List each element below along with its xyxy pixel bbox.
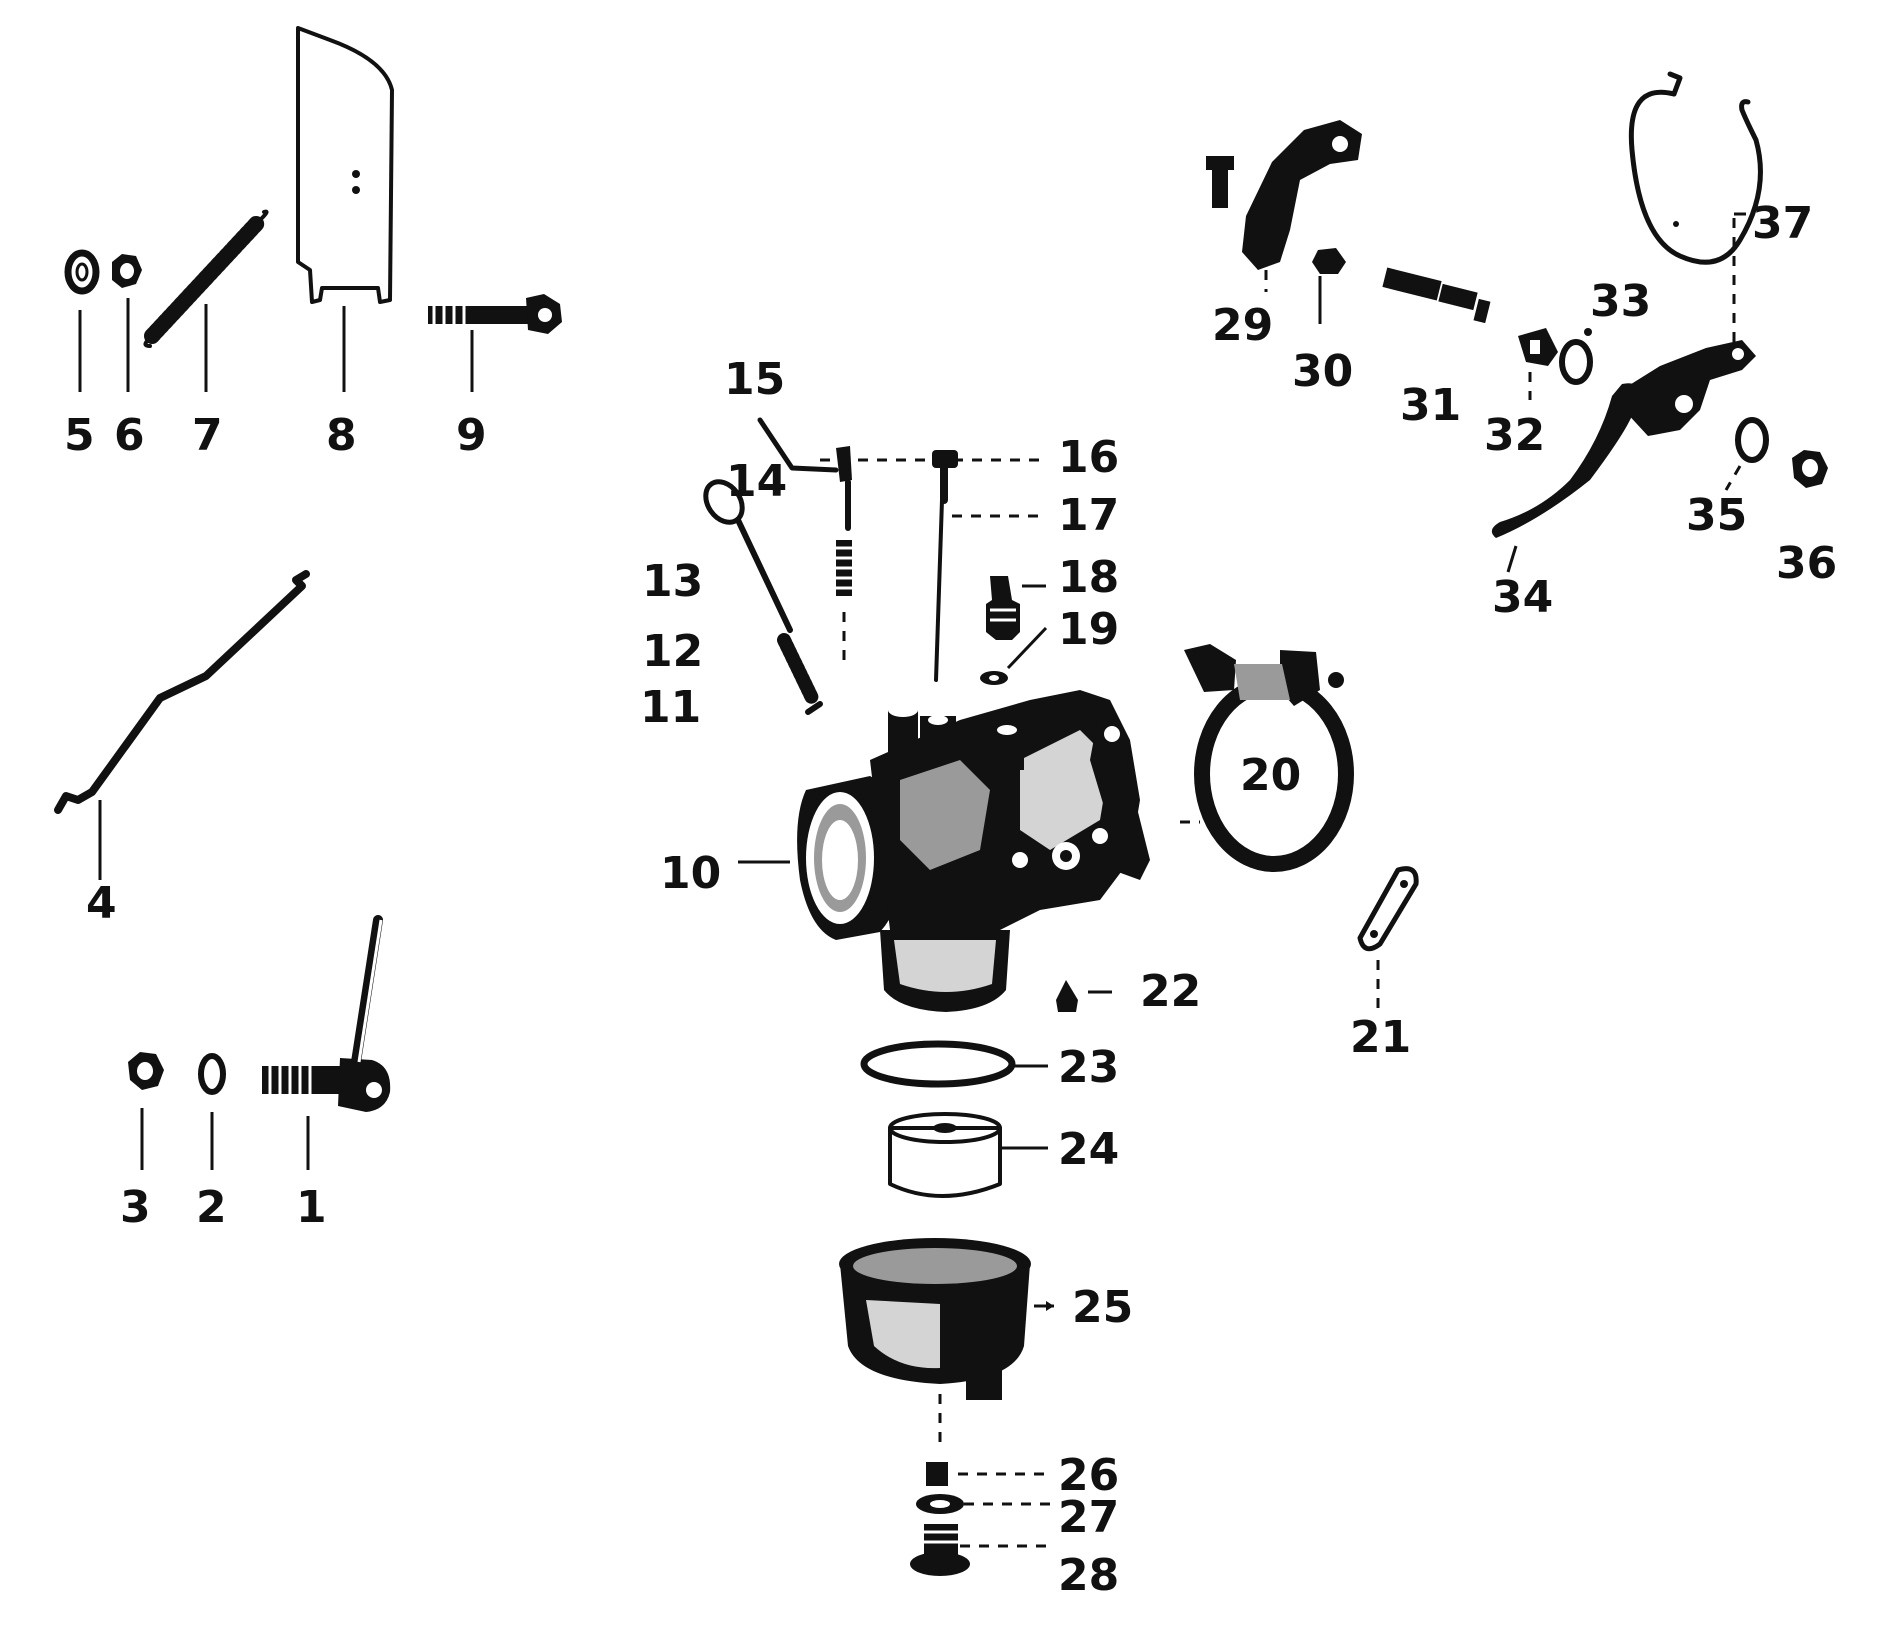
label-part-25: 25 (1072, 1282, 1133, 1333)
part-29-bracket (1206, 120, 1362, 292)
part-9-bolt (428, 294, 562, 392)
part-23-gasket (860, 1040, 1048, 1088)
label-part-7: 7 (192, 410, 223, 461)
part-31-bolt (1382, 267, 1491, 324)
label-part-2: 2 (196, 1182, 227, 1233)
label-part-8: 8 (326, 410, 357, 461)
part-5-washer (64, 249, 100, 392)
label-part-33: 33 (1590, 276, 1651, 327)
label-part-6: 6 (114, 410, 145, 461)
label-part-18: 18 (1058, 552, 1119, 603)
part-22-needle-valve (1056, 980, 1112, 1012)
part-3-nut (128, 1052, 164, 1170)
label-part-27: 27 (1058, 1492, 1119, 1543)
part-37-spring-ring (1628, 71, 1763, 350)
label-part-26: 26 (1058, 1450, 1119, 1501)
part-20-clamp (1180, 644, 1354, 872)
label-part-20: 20 (1240, 750, 1301, 801)
part-26-jet (926, 1462, 1050, 1486)
label-part-19: 19 (1058, 604, 1119, 655)
part-27-washer (916, 1494, 1050, 1514)
label-part-34: 34 (1492, 572, 1553, 623)
label-part-16: 16 (1058, 432, 1119, 483)
label-part-30: 30 (1292, 346, 1353, 397)
label-part-1: 1 (296, 1182, 327, 1233)
part-19-washer (980, 626, 1048, 685)
label-part-11: 11 (640, 682, 701, 733)
label-part-24: 24 (1058, 1124, 1119, 1175)
part-33-washer (1559, 328, 1593, 385)
part-13-needle (703, 479, 793, 633)
part-36-nut (1792, 450, 1828, 488)
label-part-28: 28 (1058, 1550, 1119, 1601)
label-part-31: 31 (1400, 380, 1461, 431)
label-part-3: 3 (120, 1182, 151, 1233)
label-part-23: 23 (1058, 1042, 1119, 1093)
label-part-13: 13 (642, 556, 703, 607)
label-part-9: 9 (456, 410, 487, 461)
label-part-32: 32 (1484, 410, 1545, 461)
label-part-15: 15 (724, 354, 785, 405)
part-28-drain-bolt (910, 1524, 1050, 1576)
part-6-nut (112, 254, 142, 392)
part-7-spring (143, 209, 269, 392)
part-34-lever (1491, 340, 1756, 573)
part-21-link (1357, 866, 1419, 1010)
part-14-spring (836, 540, 852, 664)
part-15-wire-clip (757, 417, 852, 531)
label-part-17: 17 (1058, 490, 1119, 541)
part-11-pin (805, 701, 823, 715)
part-32-lock-tab (1518, 328, 1558, 400)
label-part-4: 4 (86, 878, 117, 929)
label-part-22: 22 (1140, 966, 1201, 1017)
part-8-plate (296, 26, 394, 392)
label-part-36: 36 (1776, 538, 1837, 589)
part-labels: 1 2 3 4 5 6 7 8 9 10 11 12 13 14 15 16 1… (64, 198, 1837, 1601)
label-part-35: 35 (1686, 490, 1747, 541)
label-part-12: 12 (642, 626, 703, 677)
part-4-rod (54, 570, 310, 880)
label-part-29: 29 (1212, 300, 1273, 351)
part-24-float (888, 1112, 1048, 1198)
part-10-carburetor-body (738, 690, 1150, 1012)
label-part-37: 37 (1752, 198, 1813, 249)
part-16-screw (820, 450, 1046, 504)
part-17-needle (934, 498, 1046, 682)
label-part-14: 14 (726, 456, 787, 507)
part-30-screw (1312, 248, 1346, 324)
label-part-10: 10 (660, 848, 721, 899)
label-part-21: 21 (1350, 1012, 1411, 1063)
part-12-spring (777, 633, 819, 705)
part-35-washer (1724, 417, 1769, 491)
part-25-float-bowl (839, 1238, 1054, 1444)
part-1-lever-bolt (262, 915, 391, 1170)
label-part-5: 5 (64, 410, 95, 461)
part-18-fitting (986, 576, 1046, 640)
part-2-washer (198, 1053, 226, 1170)
